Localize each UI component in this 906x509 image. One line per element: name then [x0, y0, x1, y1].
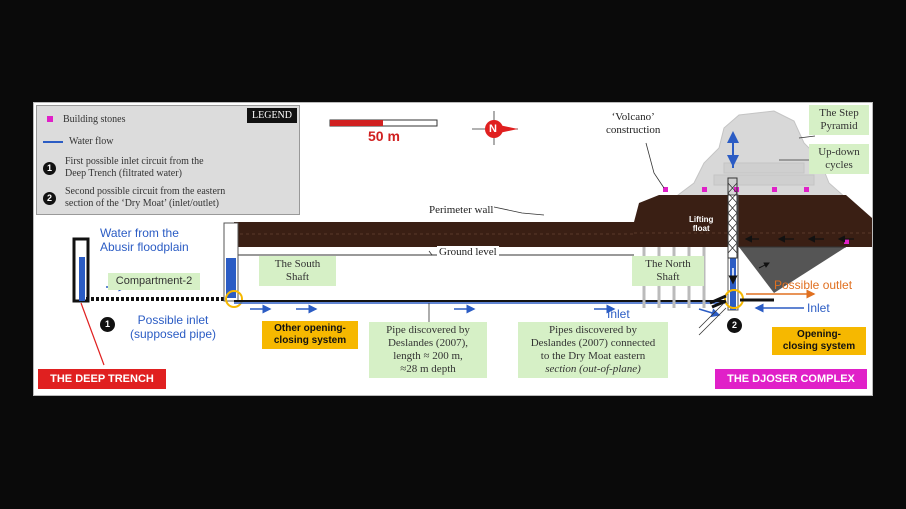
step-pyramid-box: The Step Pyramid — [809, 105, 869, 135]
legend-circuit-2: 2 Second possible circuit from the easte… — [43, 186, 225, 210]
djoser-complex-tag: THE DJOSER COMPLEX — [715, 369, 867, 389]
deep-trench-tag: THE DEEP TRENCH — [38, 369, 166, 389]
inlet-mid-label: Inlet — [607, 307, 630, 321]
marker-2: 2 — [727, 318, 742, 333]
water-abusir-label: Water from the Abusir floodplain — [100, 226, 189, 254]
diagram-graphics — [72, 110, 872, 366]
legend-box: LEGEND Building stones Water flow 1 Firs… — [36, 105, 300, 215]
scale-label: 50 m — [368, 128, 400, 144]
lifting-float-label: Lifting float — [689, 215, 714, 233]
legend-circuit-1: 1 First possible inlet circuit from the … — [43, 156, 204, 180]
north-arrow-icon — [472, 111, 518, 145]
legend-building-stones: Building stones — [43, 114, 126, 126]
circuit-1-icon: 1 — [43, 162, 56, 175]
deep-trench-pointer — [80, 302, 105, 366]
pipes-discovered-box: Pipes discovered by Deslandes (2007) con… — [518, 322, 668, 378]
circuit-2-icon: 2 — [43, 192, 56, 205]
possible-inlet-label: Possible inlet (supposed pipe) — [130, 313, 217, 341]
water-flow-line-icon — [43, 140, 63, 143]
perimeter-wall-label: Perimeter wall — [429, 204, 494, 216]
ground-level-label: Ground level — [437, 246, 499, 259]
lifting-tower — [727, 177, 738, 259]
possible-outlet-label: Possible outlet — [774, 278, 853, 292]
compartment-label: Compartment-2 — [108, 273, 200, 290]
step-pyramid-shape — [672, 110, 848, 199]
marker-1: 1 — [100, 317, 115, 332]
north-label: N — [489, 123, 497, 135]
diagram-panel: LEGEND Building stones Water flow 1 Firs… — [33, 102, 873, 396]
building-stone-icon — [47, 116, 53, 122]
legend-water-flow: Water flow — [43, 136, 113, 148]
opening-closing-box: Opening- closing system — [772, 327, 866, 355]
legend-title: LEGEND — [247, 108, 297, 123]
other-opening-closing-box: Other opening- closing system — [262, 321, 358, 349]
south-shaft-box: The South Shaft — [259, 256, 336, 286]
pipe-discovered-box: Pipe discovered by Deslandes (2007), len… — [369, 322, 487, 378]
volcano-label: ‘Volcano’ construction — [606, 111, 661, 136]
north-shaft-box: The North Shaft — [632, 256, 704, 286]
inlet-right-label: Inlet — [807, 301, 830, 315]
up-down-cycles-box: Up-down cycles — [809, 144, 869, 174]
volcano-mound — [634, 195, 872, 247]
